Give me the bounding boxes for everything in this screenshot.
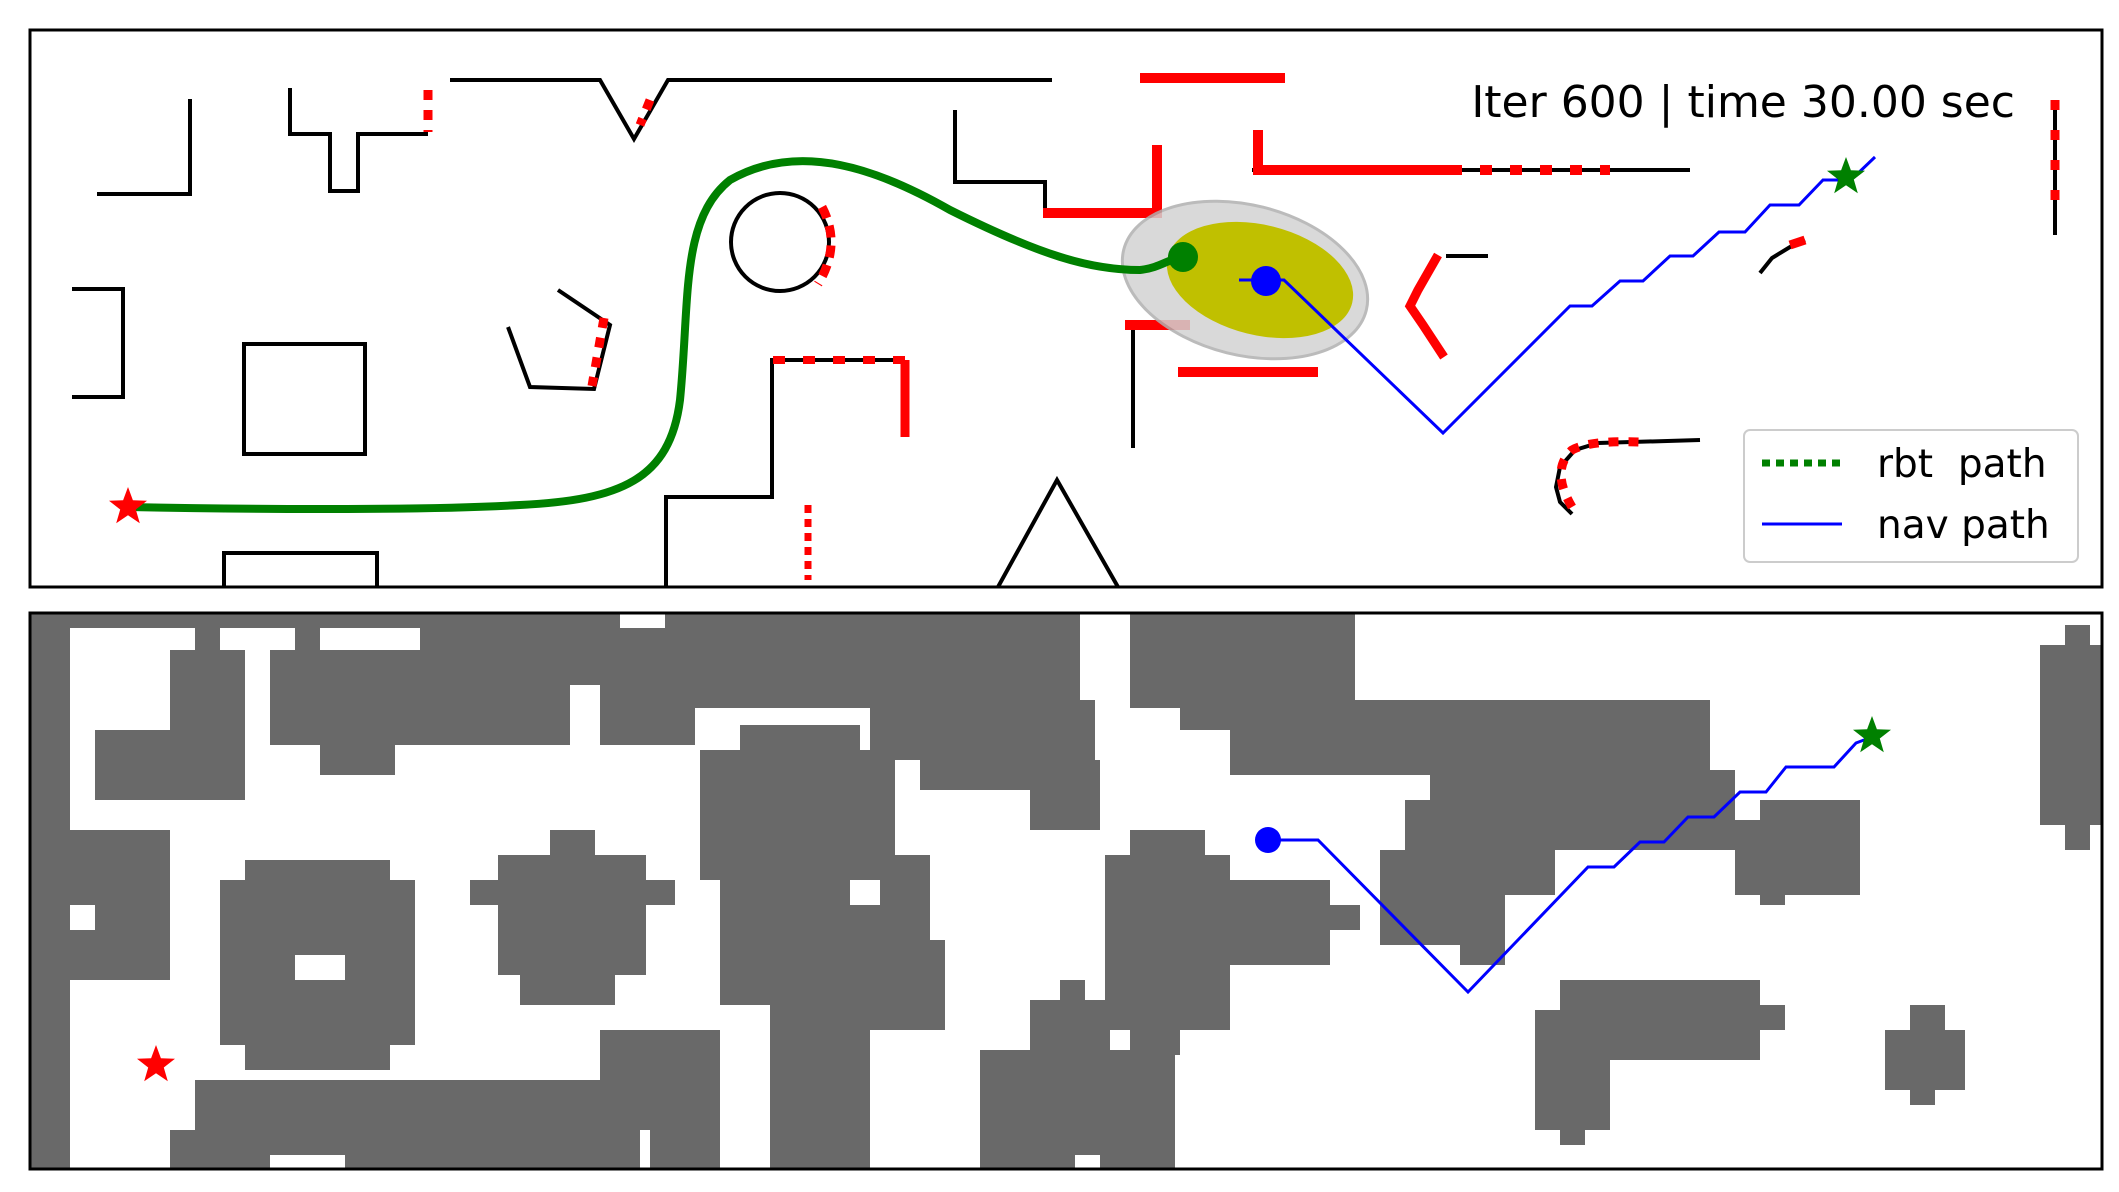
occupied-region bbox=[980, 1050, 1175, 1169]
occupied-region bbox=[470, 880, 675, 905]
occupied-region bbox=[195, 1080, 615, 1130]
goal-star-icon bbox=[1827, 157, 1865, 194]
occupied-region bbox=[2065, 625, 2090, 650]
robot-path-line bbox=[124, 157, 1187, 514]
occupied-region bbox=[1535, 1010, 1610, 1130]
occupied-region bbox=[1130, 1020, 1180, 1055]
occupied-region bbox=[1060, 980, 1085, 1005]
occupied-region bbox=[245, 860, 390, 885]
detected-wall bbox=[1556, 437, 1641, 510]
grid-nav-path bbox=[1266, 735, 1873, 995]
occupied-region bbox=[550, 830, 595, 860]
wall-square bbox=[242, 342, 367, 456]
robot-dot-icon bbox=[1168, 242, 1198, 272]
nav-start-dot-icon bbox=[1251, 266, 1281, 296]
occupied-region bbox=[600, 613, 1080, 708]
grid-nav-start-dot-icon bbox=[1255, 827, 1281, 853]
wall-segment bbox=[288, 88, 428, 193]
occupied-region bbox=[1030, 1000, 1110, 1055]
occupied-region bbox=[295, 625, 320, 655]
free-region bbox=[850, 880, 880, 905]
detected-wall bbox=[1404, 252, 1448, 360]
occupied-region bbox=[600, 700, 695, 745]
bottom-panel bbox=[28, 611, 2104, 1171]
occupied-region bbox=[520, 970, 615, 1005]
occupied-region bbox=[498, 855, 646, 975]
free-region bbox=[70, 905, 95, 930]
free-region bbox=[295, 955, 345, 980]
free-region bbox=[1080, 613, 1130, 628]
grid-nav-path-line bbox=[1266, 735, 1873, 995]
occupied-region bbox=[1835, 800, 1860, 825]
legend: rbt path nav path bbox=[1743, 429, 2079, 563]
wall-segment bbox=[506, 288, 613, 392]
occupied-region bbox=[870, 700, 1095, 760]
occupied-region bbox=[1760, 880, 1785, 905]
map-walls bbox=[72, 78, 2057, 587]
occupied-region bbox=[600, 1030, 710, 1130]
occupied-region bbox=[30, 830, 170, 980]
legend-nav-path-label: nav path bbox=[1877, 503, 2050, 548]
occupied-region bbox=[1560, 1120, 1585, 1145]
occupied-region bbox=[1430, 780, 1505, 810]
occupied-region bbox=[2040, 645, 2102, 825]
occupied-region bbox=[2065, 820, 2090, 850]
wall-segment bbox=[664, 358, 905, 587]
occupied-region bbox=[1460, 920, 1505, 965]
nav-path bbox=[1239, 155, 1877, 436]
occupied-region bbox=[170, 1130, 640, 1169]
occupied-region bbox=[1740, 1005, 1785, 1030]
occupied-region bbox=[1910, 1005, 1945, 1035]
wall-circle bbox=[729, 191, 831, 293]
occupied-region bbox=[1405, 800, 1555, 895]
occupied-region bbox=[1290, 905, 1360, 930]
occupied-region bbox=[1130, 613, 1355, 708]
nav-path-line bbox=[1239, 155, 1877, 436]
occupied-region bbox=[1910, 1080, 1935, 1105]
detected-wall bbox=[635, 98, 655, 127]
wall-segment bbox=[72, 287, 125, 399]
top-panel-title: Iter 600 | time 30.00 sec bbox=[1471, 77, 2015, 128]
wall-segment bbox=[996, 475, 1120, 587]
wall-segment bbox=[222, 551, 379, 587]
detected-wall bbox=[814, 204, 836, 287]
top-panel: Iter 600 | time 30.00 sec rbt path nav p… bbox=[28, 28, 2104, 589]
free-region bbox=[270, 1155, 345, 1169]
occupied-region bbox=[1030, 760, 1100, 830]
legend-rbt-path-label: rbt path bbox=[1877, 442, 2047, 487]
occupied-region bbox=[170, 650, 245, 800]
occupied-region bbox=[1735, 820, 1860, 895]
occupied-region bbox=[320, 740, 395, 775]
detected-wall bbox=[1788, 235, 1807, 250]
occupied-region bbox=[450, 685, 570, 745]
free-region bbox=[725, 1105, 770, 1169]
occupied-region bbox=[740, 725, 860, 755]
occupancy-grid bbox=[30, 613, 2102, 1169]
detected-wall bbox=[1253, 130, 1450, 175]
occupied-region bbox=[1130, 830, 1205, 860]
grid-goal-star-icon bbox=[1853, 716, 1891, 753]
wall-segment bbox=[450, 78, 1052, 144]
occupied-region bbox=[30, 613, 650, 628]
occupied-region bbox=[195, 625, 220, 655]
occupied-region bbox=[850, 940, 945, 1030]
free-cells bbox=[70, 613, 1130, 1169]
legend-box bbox=[1743, 429, 2079, 563]
occupied-region bbox=[245, 1040, 390, 1070]
bottom-panel-frame bbox=[28, 611, 2104, 1171]
wall-segment bbox=[97, 99, 192, 196]
free-region bbox=[620, 613, 665, 628]
robot-path bbox=[124, 157, 1187, 514]
free-region bbox=[1075, 1155, 1100, 1169]
grid-start-star-icon bbox=[137, 1045, 175, 1082]
occupied-region bbox=[1760, 800, 1835, 825]
wall-segment bbox=[953, 110, 1047, 212]
occupied-region bbox=[30, 980, 70, 1169]
start-star-icon bbox=[109, 487, 147, 524]
